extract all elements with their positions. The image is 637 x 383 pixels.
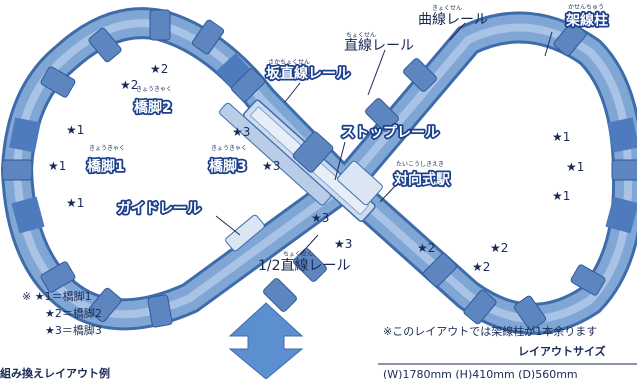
footer: ※このレイアウトでは架線柱が1本余ります レイアウトサイズ 組み換えレイアウト例… (0, 324, 637, 381)
guide-rail-block (225, 214, 265, 252)
star-marker: ★3 (334, 237, 352, 251)
star-marker: ★1 (66, 196, 84, 210)
star-marker: ★3 (232, 125, 250, 139)
legend-line-3: ★3＝橋脚3 (45, 323, 102, 337)
slope-rail-ruby: さかちょくせん (268, 59, 310, 66)
star-marker: ★1 (48, 159, 66, 173)
stop-rail-label: ストップレール (341, 125, 439, 141)
station-ruby: たいこうしきえき (396, 161, 444, 168)
pier-block (463, 289, 497, 325)
pier-block (570, 264, 606, 296)
half-rail-ruby: ちょくせん (283, 251, 313, 258)
pier-block (553, 21, 587, 57)
pier1-label: 橋脚1 (87, 158, 125, 175)
pier-block (191, 19, 225, 55)
pier-block (1, 159, 33, 181)
rearrange-title: 組み換えレイアウト例 (0, 366, 110, 379)
star-marker: ★1 (552, 130, 570, 144)
star-marker: ★1 (552, 189, 570, 203)
star-marker: ★2 (150, 62, 168, 76)
station-block (337, 160, 383, 206)
pier-block (88, 27, 122, 63)
pier-block (365, 98, 399, 132)
star-marker: ★3 (311, 211, 329, 225)
pier-block (611, 159, 637, 181)
star-markers: ★2 ★2 ★1 ★1 ★1 ★3 ★3 ★3 ★3 ★2 ★2 ★2 ★1 ★… (48, 62, 584, 274)
slope-rail-label: 坂直線レール (266, 65, 350, 82)
legend: ※ ★1＝橋脚1 ★2＝橋脚2 ★3＝橋脚3 (22, 289, 102, 337)
layout-size-value: (W)1780mm (H)410mm (D)560mm (383, 368, 578, 379)
pier-block (423, 253, 457, 287)
station-label: 対向式駅 (393, 171, 451, 188)
half-rail-label: 1/2直線レール (258, 257, 351, 274)
leader-lines (215, 22, 553, 256)
stop-rail-block (292, 131, 334, 173)
star-marker: ★3 (262, 159, 280, 173)
pier-block (293, 248, 327, 282)
pier-block (403, 58, 437, 92)
pier-block (88, 287, 122, 323)
pier-block (231, 68, 265, 102)
pier-block (40, 66, 76, 98)
pier-block (149, 9, 171, 41)
legend-line-2: ★2＝橋脚2 (45, 306, 102, 320)
star-marker: ★2 (417, 241, 435, 255)
pier3-ruby: きょうきゃく (211, 145, 247, 152)
curved-rail-label: 曲線レール (418, 12, 488, 28)
swap-arrow-icon (228, 302, 304, 380)
star-marker: ★1 (566, 160, 584, 174)
pier2-label: 橋脚2 (134, 99, 172, 116)
star-marker: ★2 (490, 241, 508, 255)
curved-rail-ruby: きょくせん (432, 5, 462, 12)
straight-rail-label: 直線レール (344, 37, 414, 54)
straight-rail-ruby: ちょくせん (346, 32, 376, 39)
pier1-ruby: きょうきゃく (89, 145, 125, 152)
guide-rail-label: ガイドレール (117, 201, 201, 217)
spare-pole-note: ※このレイアウトでは架線柱が1本余ります (383, 324, 597, 338)
track-layout (0, 7, 637, 335)
pier3-label: 橋脚3 (209, 158, 247, 175)
legend-line-1: ※ ★1＝橋脚1 (22, 289, 92, 303)
pier-block (263, 278, 297, 312)
pole-ruby: かせんちゅう (568, 4, 604, 11)
star-marker: ★1 (66, 123, 84, 137)
pier-block (513, 295, 547, 331)
part-labels: きょくせん 曲線レール かせんちゅう 架線柱 ちょくせん 直線レール さかちょく… (85, 4, 610, 274)
pier-block (147, 294, 173, 328)
star-marker: ★2 (472, 260, 490, 274)
layout-size-title: レイアウトサイズ (518, 344, 606, 358)
pier2-ruby: きょうきゃく (136, 86, 172, 93)
pier-block (40, 261, 76, 293)
pole-label: 架線柱 (565, 12, 608, 29)
pier-blocks (1, 9, 637, 331)
track-groove (12, 19, 633, 323)
star-marker: ★2 (120, 78, 138, 92)
